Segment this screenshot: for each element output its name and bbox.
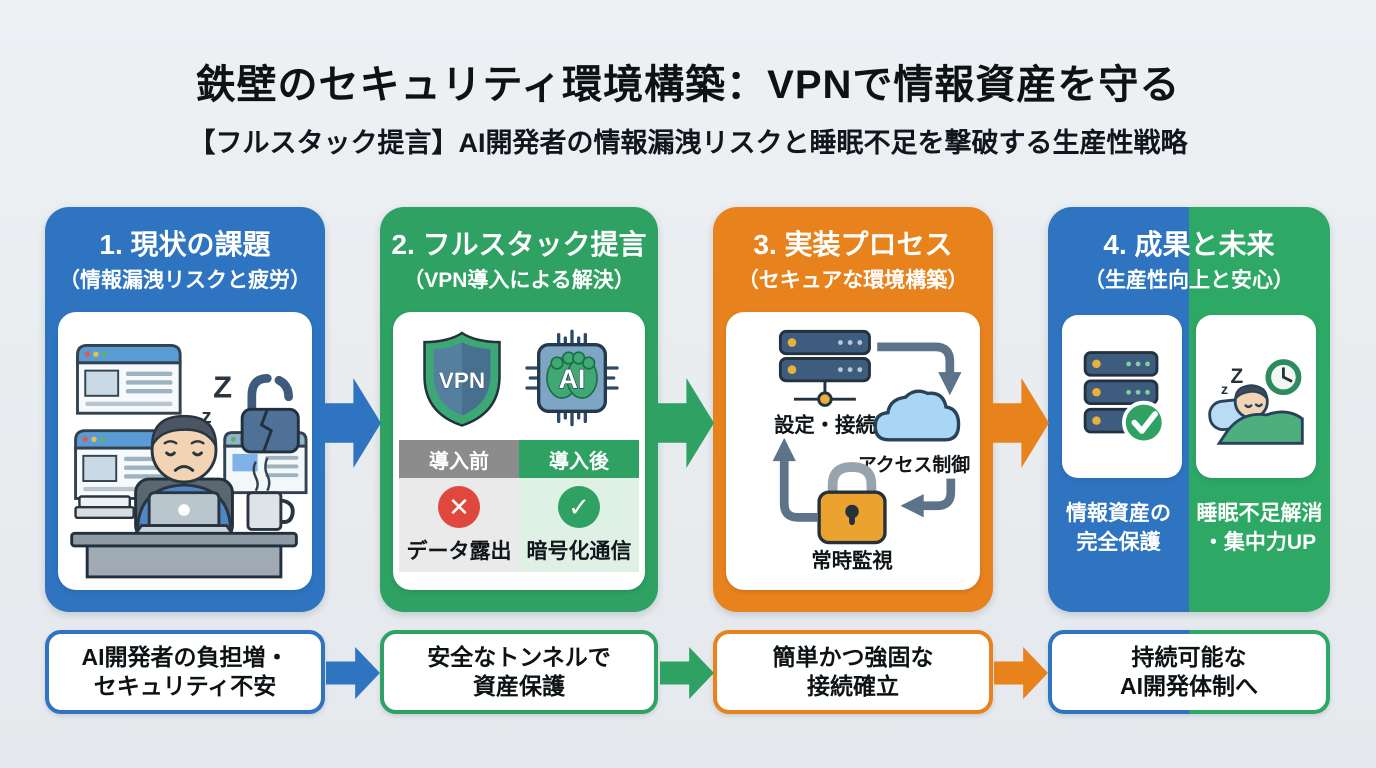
vpn-ai-icon-row: VPN AI <box>393 328 645 428</box>
panel-fullstack-proposal: 2. フルスタック提言 （VPN導入による解決） VPN <box>380 207 658 612</box>
cloud-icon <box>873 389 961 442</box>
protected-servers-card <box>1062 315 1182 478</box>
step-2-label: アクセス制御 <box>858 453 970 476</box>
right-result-label: 睡眠不足解消 ・集中力UP <box>1196 502 1323 554</box>
check-circle-icon: ✓ <box>558 485 600 528</box>
restful-sleep-card: z Z <box>1196 315 1316 478</box>
step-1-label: 設定・接続 <box>774 413 876 437</box>
svg-text:Z: Z <box>1230 364 1243 387</box>
svg-text:VPN: VPN <box>439 368 485 393</box>
panel-implementation-process: 3. 実装プロセス （セキュアな環境構築） 設定・接続 <box>713 207 993 612</box>
summary-arrow-3 <box>994 647 1048 699</box>
desk <box>70 531 298 579</box>
padlock-icon <box>817 462 887 545</box>
step-3-label: 常時監視 <box>811 549 893 573</box>
after-header: 導入後 <box>519 440 639 478</box>
svg-text:Z: Z <box>213 370 232 405</box>
server-check-icon <box>1083 350 1166 444</box>
cycle-arrow-1 <box>877 342 962 396</box>
panel-results-future: 4. 成果と未来 （生産性向上と安心） z Z <box>1048 207 1330 612</box>
clock-icon <box>1265 358 1302 395</box>
broken-padlock-icon <box>240 374 300 454</box>
sleeping-person-icon: z Z <box>1208 358 1304 445</box>
panel-2-card: VPN AI <box>393 312 645 590</box>
page-title: 鉄壁のセキュリティ環境構築：VPNで情報資産を守る <box>195 63 1181 107</box>
panel-current-issues: 1. 現状の課題 （情報漏洩リスクと疲労） <box>45 207 325 612</box>
panel-3-title: 3. 実装プロセス <box>753 229 953 260</box>
vpn-setup-cycle-diagram: 設定・接続 アクセス制御 常時監視 <box>772 329 970 573</box>
books <box>74 495 135 520</box>
summary-arrow-2 <box>660 647 714 699</box>
flow-arrow-1 <box>321 378 381 468</box>
after-cell: ✓ 暗号化通信 <box>519 478 639 572</box>
tired-developer-illustration: Z z <box>70 343 308 579</box>
panel-3-subtitle: （セキュアな環境構築） <box>737 269 969 292</box>
summary-arrow-1 <box>326 647 380 699</box>
cycle-arrow-2 <box>900 478 956 518</box>
before-after-table: 導入前 導入後 ✕ データ露出 ✓ 暗号化通信 <box>399 440 639 572</box>
panel-3-card: 設定・接続 アクセス制御 常時監視 <box>726 312 980 590</box>
server-icon <box>778 329 871 407</box>
panel-4-subtitle: （生産性向上と安心） <box>1084 269 1294 292</box>
panel-1-card: Z z <box>58 312 312 590</box>
summary-box-1: AI開発者の負担増・ セキュリティ不安 <box>45 630 325 714</box>
browser-window-top-left <box>76 343 182 415</box>
before-label: データ露出 <box>406 539 512 563</box>
ai-chip-icon: AI <box>525 329 619 427</box>
coffee-mug <box>246 457 295 531</box>
summary-box-4: 持続可能な AI開発体制へ <box>1048 630 1330 714</box>
summary-box-2: 安全なトンネルで 資産保護 <box>380 630 658 714</box>
svg-text:z: z <box>201 406 211 428</box>
before-header: 導入前 <box>399 440 519 478</box>
page-subtitle: 【フルスタック提言】AI開発者の情報漏洩リスクと睡眠不足を撃破する生産性戦略 <box>188 128 1188 158</box>
panel-1-title: 1. 現状の課題 <box>99 229 271 260</box>
flow-arrow-2 <box>654 378 714 468</box>
before-cell: ✕ データ露出 <box>399 478 519 572</box>
svg-text:AI: AI <box>559 364 586 394</box>
vpn-shield-icon: VPN <box>423 331 501 427</box>
panel-1-subtitle: （情報漏洩リスクと疲労） <box>59 269 311 292</box>
panel-2-title: 2. フルスタック提言 <box>391 229 647 260</box>
summary-box-3: 簡単かつ強固な 接続確立 <box>713 630 993 714</box>
laptop <box>131 491 237 537</box>
left-result-label: 情報資産の 完全保護 <box>1066 502 1171 554</box>
flow-arrow-3 <box>989 378 1049 468</box>
panel-4-title: 4. 成果と未来 <box>1103 229 1275 260</box>
x-circle-icon: ✕ <box>438 485 480 528</box>
panel-2-subtitle: （VPN導入による解決） <box>403 269 635 292</box>
after-label: 暗号化通信 <box>526 539 632 563</box>
cycle-arrow-3 <box>772 437 818 522</box>
svg-text:z: z <box>1221 382 1228 398</box>
